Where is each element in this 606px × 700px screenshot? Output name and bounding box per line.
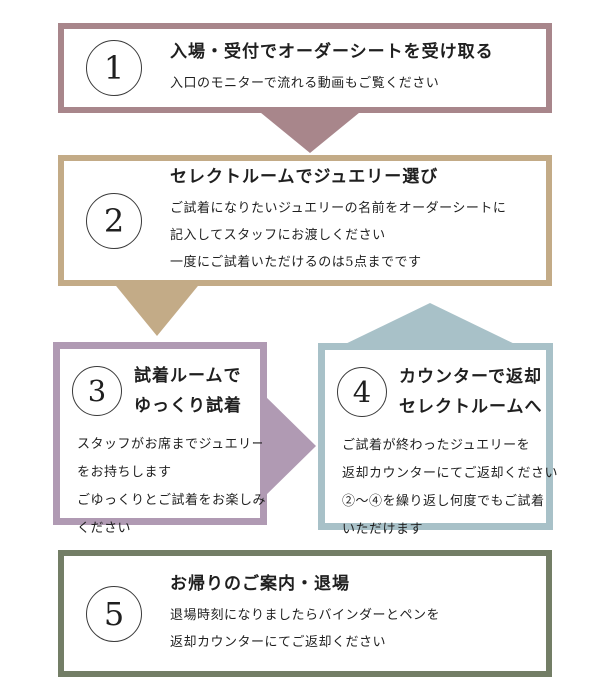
step-5-number-circle: 5 (86, 585, 142, 642)
step-5-number: 5 (103, 594, 125, 633)
step-2-body-line: 一度にご試着いただけるのは5点までです (170, 255, 422, 270)
step-5-body-line: 返却カウンターにてご返却ください (170, 634, 387, 650)
step-2-body-line: ご試着になりたいジュエリーの名前をオーダーシートに (170, 201, 507, 216)
step-2-text: セレクトルームでジュエリー選び ご試着になりたいジュエリーの名前をオーダーシート… (170, 165, 506, 276)
step-3-body-line: をお持ちします (77, 465, 172, 480)
step-1-number: 1 (103, 49, 125, 87)
step-3-body-line: ください (77, 521, 132, 536)
step-1-box: 1 入場・受付でオーダーシートを受け取る 入口のモニターで流れる動画もご覧くださ… (58, 23, 552, 113)
step-4-header: 4 カウンターで返却 セレクトルームへ (337, 362, 542, 422)
step-3-title-line: ゆっくり試着 (134, 396, 242, 416)
step-2-body-line: 記入してスタッフにお渡しください (170, 228, 386, 243)
step-3-content: 3 試着ルームで ゆっくり試着 スタッフがお席までジュエリー をお持ちします ご… (60, 349, 266, 536)
step-5-body-line: 退場時刻になりましたらバインダーとペンを (170, 607, 441, 623)
step-4-body-line: いただけます (342, 522, 424, 537)
step-4-number: 4 (352, 375, 372, 409)
step-5-text: お帰りのご案内・退場 退場時刻になりましたらバインダーとペンを 返却カウンターに… (170, 572, 440, 656)
step-3-body-line: スタッフがお席までジュエリー (77, 437, 266, 452)
step-3-number: 3 (87, 374, 107, 408)
step-4-number-circle: 4 (337, 367, 387, 417)
step-2-content: 2 セレクトルームでジュエリー選び ご試着になりたいジュエリーの名前をオーダーシ… (64, 161, 546, 280)
step-4-content: 4 カウンターで返却 セレクトルームへ ご試着が終わったジュエリーを 返却カウン… (325, 350, 558, 537)
up-arrow-icon (337, 303, 523, 348)
step-5-content: 5 お帰りのご案内・退場 退場時刻になりましたらバインダーとペンを 返却カウンタ… (64, 556, 546, 671)
step-1-number-circle: 1 (86, 40, 142, 96)
step-3-header: 3 試着ルームで ゆっくり試着 (72, 361, 250, 421)
step-3-body-line: ごゆっくりとご試着をお楽しみ (77, 493, 267, 508)
step-2-number-circle: 2 (86, 192, 142, 249)
step-4-title-line: カウンターで返却 (399, 367, 542, 387)
down-arrow-icon (255, 108, 365, 153)
step-1-title: 入場・受付でオーダーシートを受け取る (170, 41, 494, 62)
step-4-box: 4 カウンターで返却 セレクトルームへ ご試着が終わったジュエリーを 返却カウン… (318, 343, 558, 537)
step-2-number: 2 (103, 201, 125, 240)
step-5-box: 5 お帰りのご案内・退場 退場時刻になりましたらバインダーとペンを 返却カウンタ… (58, 550, 552, 677)
step-1-text: 入場・受付でオーダーシートを受け取る 入口のモニターで流れる動画もご覧ください (170, 40, 494, 97)
step-1-body-line: 入口のモニターで流れる動画もご覧ください (170, 75, 440, 91)
step-3-box: 3 試着ルームで ゆっくり試着 スタッフがお席までジュエリー をお持ちします ご… (53, 342, 267, 536)
step-3-body: スタッフがお席までジュエリー をお持ちします ごゆっくりとご試着をお楽しみ くだ… (72, 431, 267, 543)
step-3-number-circle: 3 (72, 366, 122, 416)
step-2-box: 2 セレクトルームでジュエリー選び ご試着になりたいジュエリーの名前をオーダーシ… (58, 155, 552, 286)
step-1-content: 1 入場・受付でオーダーシートを受け取る 入口のモニターで流れる動画もご覧くださ… (64, 29, 546, 107)
down-arrow-icon (112, 281, 202, 336)
step-5-title: お帰りのご案内・退場 (170, 573, 350, 594)
step-4-title-line: セレクトルームへ (399, 397, 543, 417)
step-2-title: セレクトルームでジュエリー選び (170, 167, 439, 187)
step-4-title: カウンターで返却 セレクトルームへ (399, 362, 543, 422)
step-4-body: ご試着が終わったジュエリーを 返却カウンターにてご返却ください ②〜④を繰り返し… (337, 432, 559, 544)
step-4-body-line: ご試着が終わったジュエリーを (342, 438, 531, 453)
step-3-title-line: 試着ルームで (134, 366, 242, 386)
step-4-body-line: ②〜④を繰り返し何度でもご試着 (342, 494, 545, 509)
step-4-body-line: 返却カウンターにてご返却ください (342, 466, 559, 481)
step-3-title: 試着ルームで ゆっくり試着 (134, 361, 242, 421)
right-arrow-icon (262, 393, 316, 499)
